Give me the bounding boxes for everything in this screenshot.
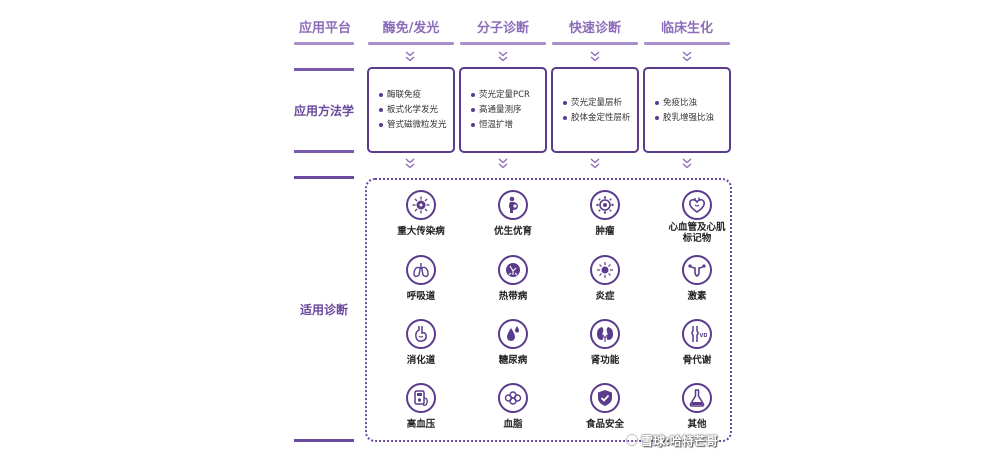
diagnosis-item: 呼吸道	[376, 255, 466, 302]
diagnosis-item: 血脂	[468, 383, 558, 430]
chevron-down-icon	[405, 51, 415, 62]
diagnosis-item: 心血管及心肌 标记物	[652, 190, 742, 244]
chevron-down-icon	[590, 158, 600, 169]
diagnosis-label: 适用诊断	[299, 303, 348, 317]
methods-label: 应用方法学	[293, 104, 354, 118]
diagnosis-item: 激素	[652, 255, 742, 302]
col-header-4: 临床生化	[660, 21, 713, 36]
method-item: 免疫比浊	[655, 97, 729, 109]
col-header-2: 分子诊断	[476, 21, 529, 36]
col-underline-1	[368, 42, 454, 45]
col-underline-2	[460, 42, 546, 45]
col-underline-4	[644, 42, 730, 45]
flask-icon	[689, 389, 705, 407]
diagnosis-item: VD 骨代谢	[652, 319, 742, 366]
method-item: 胶体金定性层析	[563, 112, 637, 124]
heart-icon	[688, 197, 706, 213]
inflammation-icon	[597, 262, 613, 278]
mosquito-icon	[506, 263, 520, 277]
method-box-3: 荧光定量层析 胶体金定性层析	[551, 67, 639, 153]
chevron-down-icon	[498, 51, 508, 62]
shield-check-icon	[598, 390, 612, 406]
diagnosis-item: 肾功能	[560, 319, 650, 366]
method-box-2: 荧光定量PCR 高通量测序 恒温扩增	[459, 67, 547, 153]
method-item: 荧光定量PCR	[471, 89, 545, 101]
col-header-1: 酶免/发光	[382, 21, 440, 36]
stomach-icon	[415, 326, 427, 342]
diagnosis-item: 糖尿病	[468, 319, 558, 366]
method-box-4: 免疫比浊 胶乳增强比浊	[643, 67, 731, 153]
method-item: 恒温扩增	[471, 119, 545, 131]
chevron-down-icon	[682, 51, 692, 62]
diagnosis-item: 食品安全	[560, 383, 650, 430]
method-item: 板式化学发光	[379, 104, 453, 116]
col-header-3: 快速诊断	[568, 21, 621, 36]
watermark: 雪球:哈特芒哥	[641, 434, 718, 448]
method-item: 高通量测序	[471, 104, 545, 116]
virus-icon	[412, 196, 430, 214]
diagnosis-item: 其他	[652, 383, 742, 430]
method-item: 胶乳增强比浊	[655, 112, 729, 124]
platform-underline	[294, 42, 354, 45]
lungs-icon	[413, 263, 429, 278]
method-item: 酶联免疫	[379, 89, 453, 101]
col-underline-3	[552, 42, 638, 45]
diagnosis-item: 肿瘤	[560, 190, 650, 237]
uterus-icon	[688, 264, 706, 277]
diagnosis-item: 炎症	[560, 255, 650, 302]
svg-text:VD: VD	[700, 333, 708, 339]
chevron-down-icon	[405, 158, 415, 169]
pregnancy-icon	[509, 196, 518, 213]
tumor-cell-icon	[596, 196, 614, 214]
lipid-icon	[504, 391, 522, 405]
diagnosis-bottom-line	[294, 439, 354, 442]
method-item: 荧光定量层析	[563, 97, 637, 109]
chevron-down-icon	[682, 158, 692, 169]
method-item: 管式磁微粒发光	[379, 119, 453, 131]
platform-label: 应用平台	[298, 21, 351, 36]
snowball-logo-icon	[625, 433, 639, 447]
blood-drop-icon	[507, 326, 519, 341]
diagnosis-item: 消化道	[376, 319, 466, 366]
diagnosis-top-line	[294, 176, 354, 179]
diagnosis-container	[365, 178, 732, 442]
methods-top-line	[294, 68, 354, 71]
chevron-down-icon	[590, 51, 600, 62]
bone-joint-icon: VD	[691, 326, 708, 342]
blood-pressure-icon	[414, 390, 428, 406]
chevron-down-icon	[498, 158, 508, 169]
diagnosis-item: 重大传染病	[376, 190, 466, 237]
methods-bottom-line	[294, 150, 354, 153]
diagnosis-item: 热带病	[468, 255, 558, 302]
kidney-icon	[597, 327, 613, 342]
diagnosis-item: 高血压	[376, 383, 466, 430]
method-box-1: 酶联免疫 板式化学发光 管式磁微粒发光	[367, 67, 455, 153]
diagnosis-item: 优生优育	[468, 190, 558, 237]
